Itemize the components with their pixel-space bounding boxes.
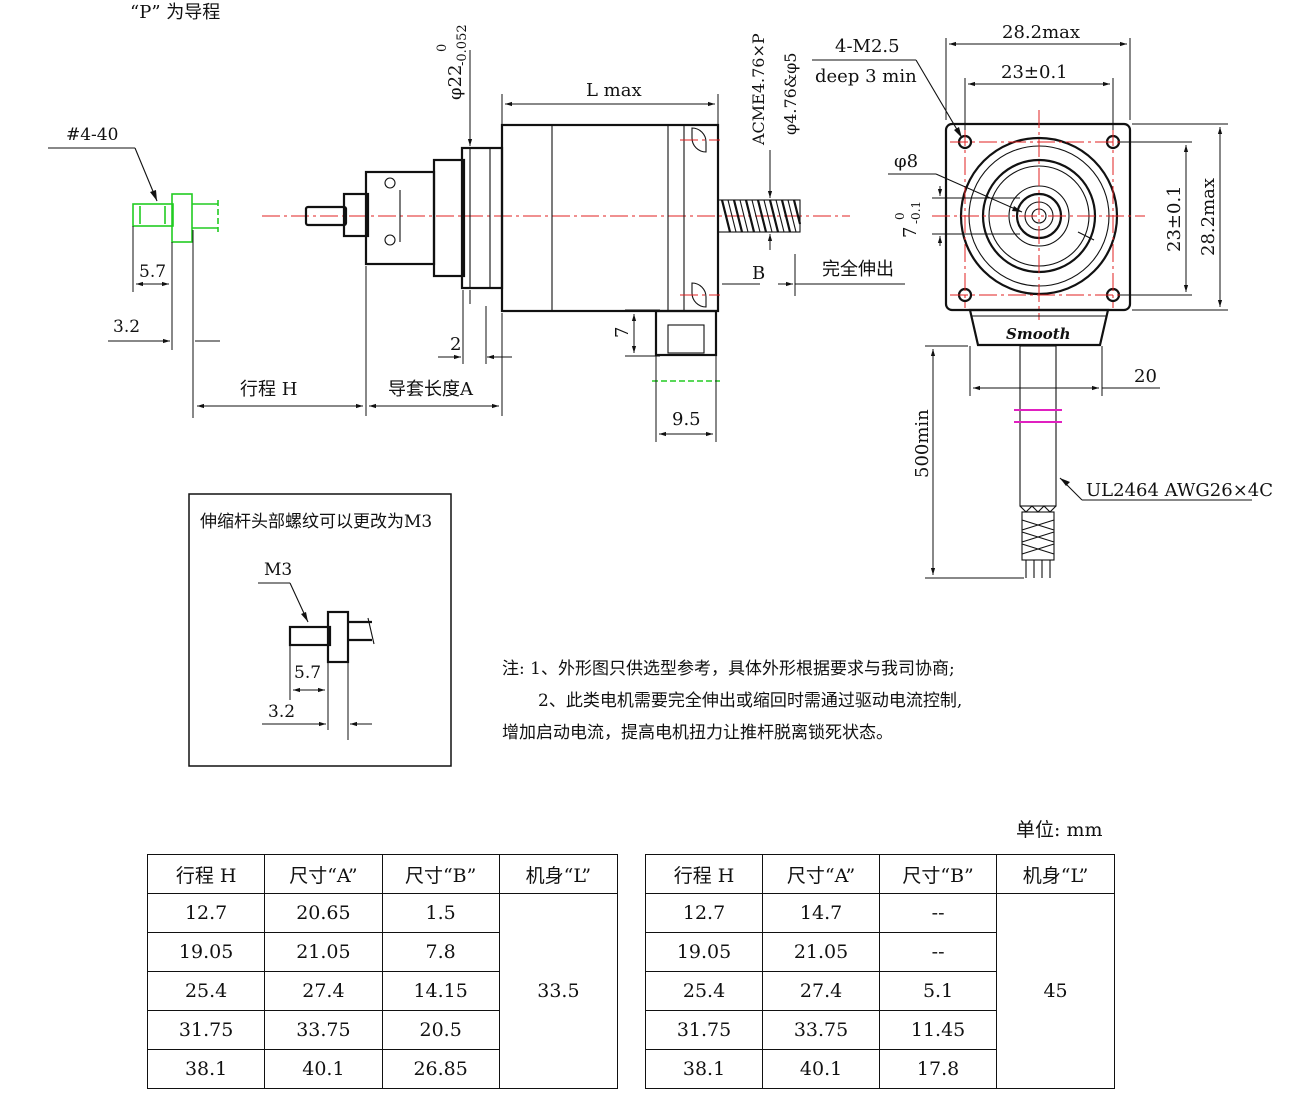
table-cell: 33.75 [264,1010,383,1050]
hole-spacing-v-label: 23±0.1 [1164,185,1185,252]
table-cell: 17.8 [879,1049,998,1089]
spec-table-left: 行程 H 尺寸“A” 尺寸“B” 机身“L” 12.7 20.65 1.5 33… [146,854,619,1089]
m3-inset: 伸缩杆头部螺纹可以更改为M3 M3 5.7 3.2 [188,493,452,767]
dim-20-label: 20 [1134,366,1157,387]
screw-depth-label: deep 3 min [815,66,917,87]
table-cell: 21.05 [264,932,383,972]
table-header: 机身“L” [498,854,619,894]
table-cell: 14.7 [762,893,881,933]
table-cell: 33.75 [762,1010,881,1050]
table-header: 尺寸“B” [879,854,998,894]
note-line-3: 增加启动电流，提高电机扭力让推杆脱离锁死状态。 [502,723,893,743]
table-cell: 21.05 [762,932,881,972]
height-max-label: 28.2max [1198,178,1219,256]
note-line-2: 2、此类电机需要完全伸出或缩回时需通过驱动电流控制, [538,691,963,711]
front-dim-7-tol-lower: -0.1 [909,201,923,224]
acme-label: ACME4.76×P [749,33,768,146]
table-cell: 12.7 [146,893,266,933]
lead-length-label: 500min [912,409,933,478]
stroke-h-label: 行程 H [240,379,297,400]
table-cell: 26.85 [381,1049,500,1089]
tip-thread-label: #4-40 [66,125,118,145]
body-length-cell: 33.5 [498,893,619,1089]
cable [1014,345,1062,578]
dim-7-label: 7 [612,327,633,338]
dia-22-tol-lower: -0.052 [455,24,470,66]
table-row: 25.4 27.4 14.15 [146,971,618,1011]
l-max-label: L max [586,80,642,101]
table-cell: 19.05 [644,932,764,972]
front-view: Smooth 4-M2.5 deep 3 min 28.2max 23±0.1 … [812,22,1273,579]
table-row: 38.1 40.1 26.85 [146,1049,618,1089]
tip-dim-3-2: 3.2 [113,317,140,337]
side-view: #4-40 5.7 3.2 [48,24,905,442]
table-row: 19.05 21.05 -- [644,932,1115,972]
inset-dim-5-7: 5.7 [294,663,321,683]
brand-logo: Smooth [1006,325,1071,343]
dim-b-label: B [752,263,765,284]
table-cell: 27.4 [264,971,383,1011]
table-header: 行程 H [644,854,764,894]
dia-22-label: φ22 [445,64,466,100]
table-cell: 20.5 [381,1010,500,1050]
tip-detail [132,193,219,243]
tip-dim-5-7: 5.7 [139,262,166,282]
table-row: 12.7 20.65 1.5 33.5 [146,893,619,1089]
front-dim-7-tol-upper: 0 [893,212,907,220]
table-header: 机身“L” [996,854,1115,894]
table-cell: 14.15 [381,971,500,1011]
table-cell: 19.05 [146,932,266,972]
table-cell: 40.1 [264,1049,383,1089]
lead-screw [717,199,802,233]
table-cell: 11.45 [879,1010,998,1050]
table-header: 尺寸“A” [264,854,383,894]
table-cell: 12.7 [644,893,764,933]
inset-thread-label: M3 [264,560,292,580]
table-cell: -- [879,932,998,972]
table-cell: 31.75 [146,1010,266,1050]
inset-dim-3-2: 3.2 [268,702,295,722]
table-row: 31.75 33.75 20.5 [146,1010,618,1050]
table-header: 尺寸“A” [762,854,881,894]
table-row: 38.1 40.1 17.8 [644,1049,1115,1089]
table-cell: 31.75 [644,1010,764,1050]
table-cell: 40.1 [762,1049,881,1089]
spec-table-right: 行程 H 尺寸“A” 尺寸“B” 机身“L” 12.7 14.7 -- 45 1… [644,854,1115,1089]
table-cell: 1.5 [381,893,500,933]
body-length-cell: 45 [996,893,1115,1089]
inset-title: 伸缩杆头部螺纹可以更改为M3 [200,512,432,532]
table-header-row: 行程 H 尺寸“A” 尺寸“B” 机身“L” [146,854,619,894]
unit-label: 单位: mm [1016,819,1103,841]
table-cell: 7.8 [381,932,500,972]
table-header-row: 行程 H 尺寸“A” 尺寸“B” 机身“L” [644,854,1115,894]
table-cell: 38.1 [146,1049,266,1089]
full-extend-label: 完全伸出 [822,259,894,280]
table-header: 行程 H [146,854,266,894]
dim-9-5-label: 9.5 [672,409,701,430]
table-row: 25.4 27.4 5.1 [644,971,1115,1011]
table-cell: 27.4 [762,971,881,1011]
hole-spacing-h-label: 23±0.1 [1001,62,1068,83]
front-dim-7-label: 7 [900,227,921,238]
table-row: 12.7 14.7 -- 45 [644,893,1115,1089]
dim-2-label: 2 [450,334,461,355]
note-line-1: 注: 1、外形图只供选型参考，具体外形根据要求与我司协商; [502,659,955,679]
table-cell: 5.1 [879,971,998,1011]
cable-spec-label: UL2464 AWG26×4C [1086,480,1273,501]
guide-length-label: 导套长度A [388,379,474,400]
table-cell: -- [879,893,998,933]
dia-22-tol-upper: 0 [435,44,450,52]
shaft-dia-label: φ4.76&φ5 [781,53,800,135]
table-cell: 25.4 [146,971,266,1011]
table-cell: 38.1 [644,1049,764,1089]
lead-note: “P” 为导程 [130,2,220,23]
width-max-label: 28.2max [1002,22,1080,43]
screw-label: 4-M2.5 [835,36,900,57]
table-cell: 20.65 [264,893,383,933]
table-row: 31.75 33.75 11.45 [644,1010,1115,1050]
table-cell: 25.4 [644,971,764,1011]
dia-8-label: φ8 [894,151,918,172]
table-header: 尺寸“B” [381,854,500,894]
